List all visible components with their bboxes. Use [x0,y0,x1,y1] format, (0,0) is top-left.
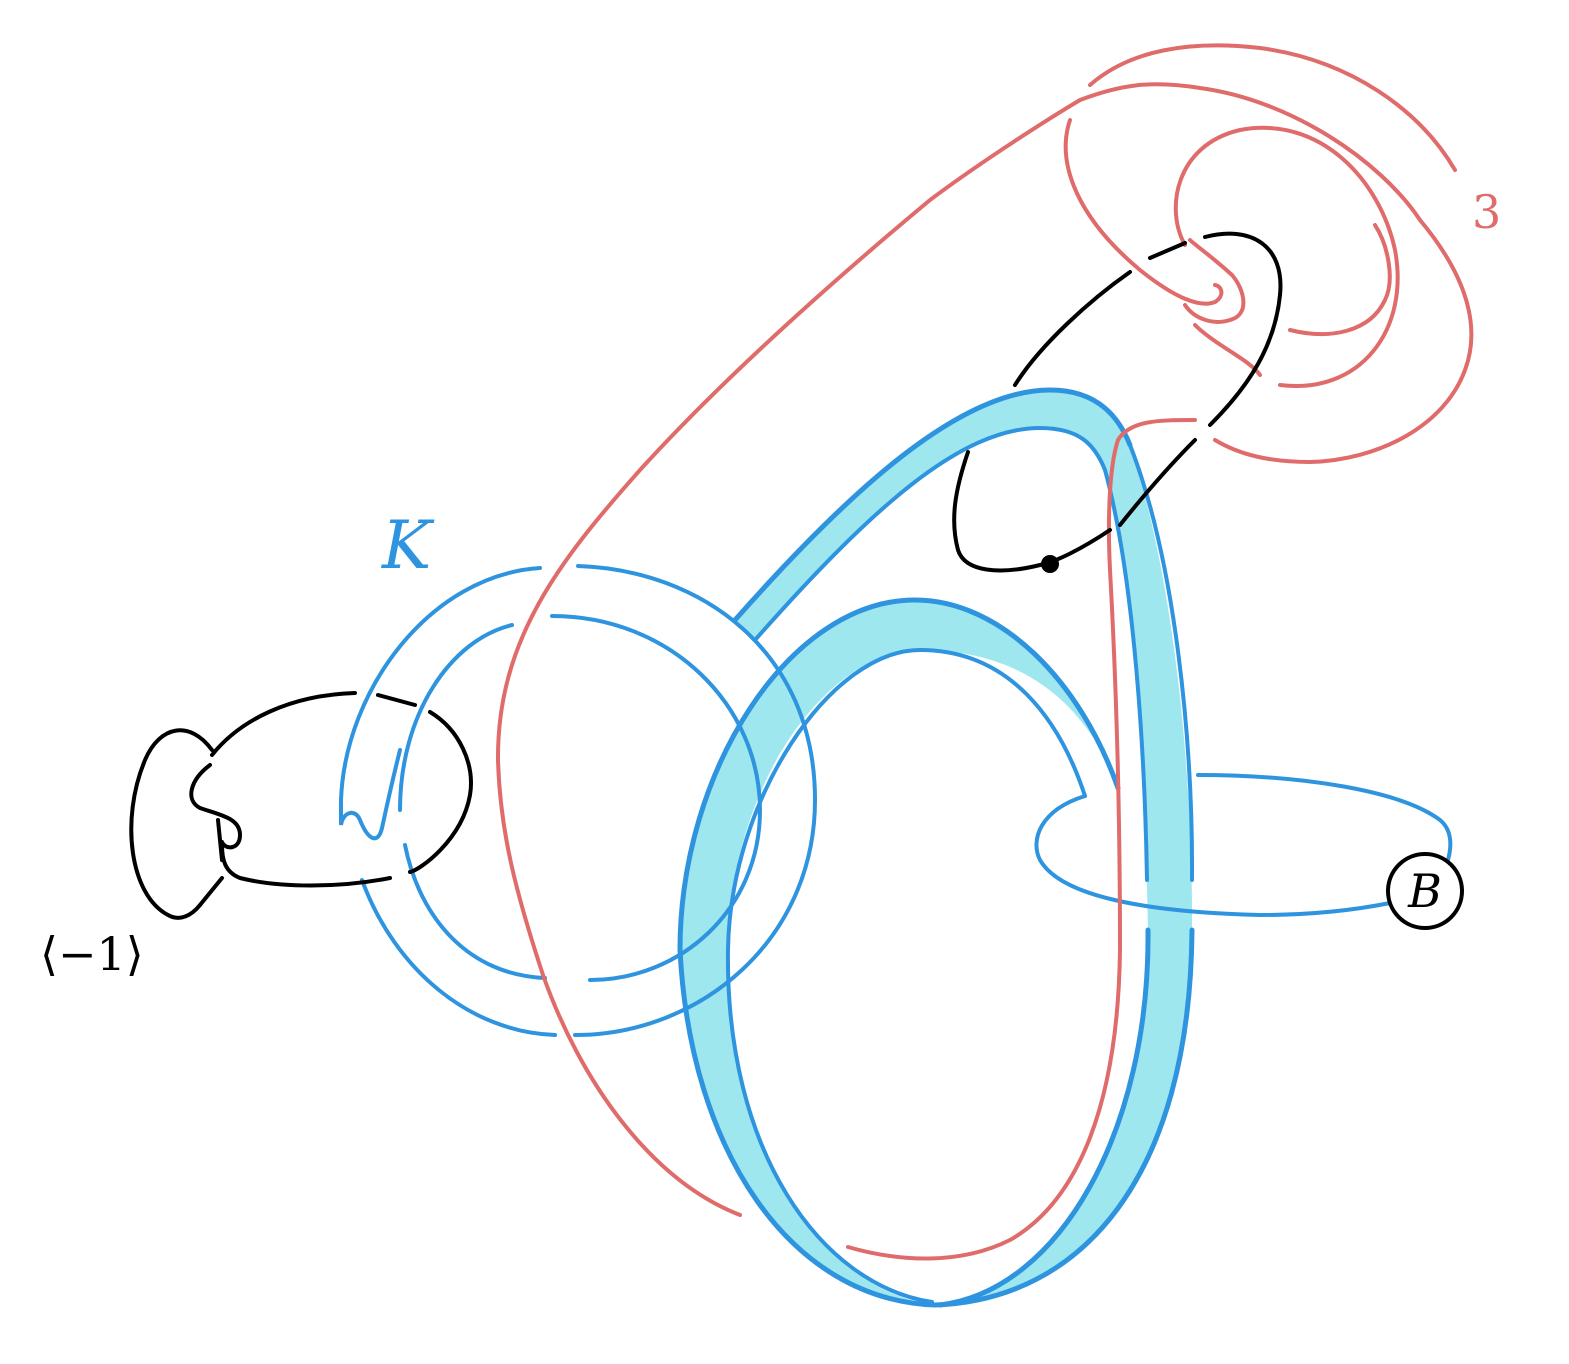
black-left-return [198,876,224,907]
black-handle-left [952,450,1112,573]
red-spiral-2 [1173,125,1400,389]
band-diag-inner [753,425,1107,642]
black-ellipse-top [210,691,357,757]
k-outer-arc-top [339,566,542,802]
ribbon-band [680,390,1193,1305]
band-loop-inner-left [725,647,1087,1304]
red-main-left [495,82,1474,1217]
k-inner-arc-top [398,623,514,812]
black-ellipse-dash [376,693,417,707]
black-ellipse-right [408,710,473,874]
dot-marker [1041,555,1059,573]
red-spiral-4 [1183,238,1246,324]
b-loop-top [1196,773,1453,862]
red-spiral-5 [1288,223,1392,337]
blue-link [339,387,1453,1308]
red-outer-arc [1088,43,1457,172]
red-spiral-3 [1193,323,1262,377]
black-ellipse-bottom [220,843,392,888]
band-strip-inner-upper [1103,468,1149,882]
black-handle-right [1203,231,1283,427]
black-link [129,231,1464,930]
band-diag-outer [732,387,1133,623]
label-k: K [381,507,435,584]
red-spiral-1 [1063,118,1224,306]
k-twist [339,748,402,841]
b-loop-left [1034,794,1392,918]
box-b-circle [1386,852,1464,930]
band-strip-outer [932,927,1195,1308]
band-strip-inner [937,927,1151,1308]
label-framing-3: 3 [1472,185,1501,239]
label-framing-neg1: ⟨−1⟩ [40,927,144,981]
red-drop [846,418,1197,1261]
k-inner-arc-right [550,614,763,982]
band-loop-outer-left [677,597,1121,1308]
k-outer-arc-bottom [360,878,557,1037]
black-handle-lower [1118,438,1197,527]
black-left-twist [189,763,243,850]
label-b: B [1407,864,1442,918]
band-right-strip [935,445,1193,1305]
black-left-lobe [129,728,214,920]
black-handle-top [1013,270,1132,387]
band-diagonal [735,390,1130,640]
black-handle-top2 [1148,241,1187,260]
